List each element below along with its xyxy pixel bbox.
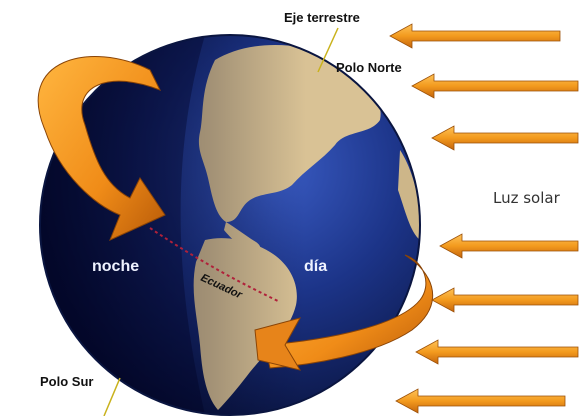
sunlight-label: Luz solar [493, 189, 561, 207]
arrow-left-icon [389, 23, 561, 49]
day-label: día [304, 258, 327, 275]
south-pole-label: Polo Sur [40, 374, 93, 389]
earth-axis [103, 27, 339, 416]
arrow-left-icon [431, 125, 579, 151]
night-label: noche [92, 258, 139, 275]
arrow-left-icon [415, 339, 579, 365]
arrow-left-icon [395, 388, 566, 414]
arrow-left-icon [411, 73, 579, 99]
equator-line [149, 227, 281, 303]
earth-globe [39, 34, 421, 416]
sunlight-arrows [389, 23, 579, 414]
arrow-left-icon [431, 287, 579, 313]
north-pole-label: Polo Norte [336, 60, 402, 75]
axis-label: Eje terrestre [284, 10, 360, 25]
rotation-arrow-front [37, 56, 434, 371]
arrow-left-icon [439, 233, 579, 259]
